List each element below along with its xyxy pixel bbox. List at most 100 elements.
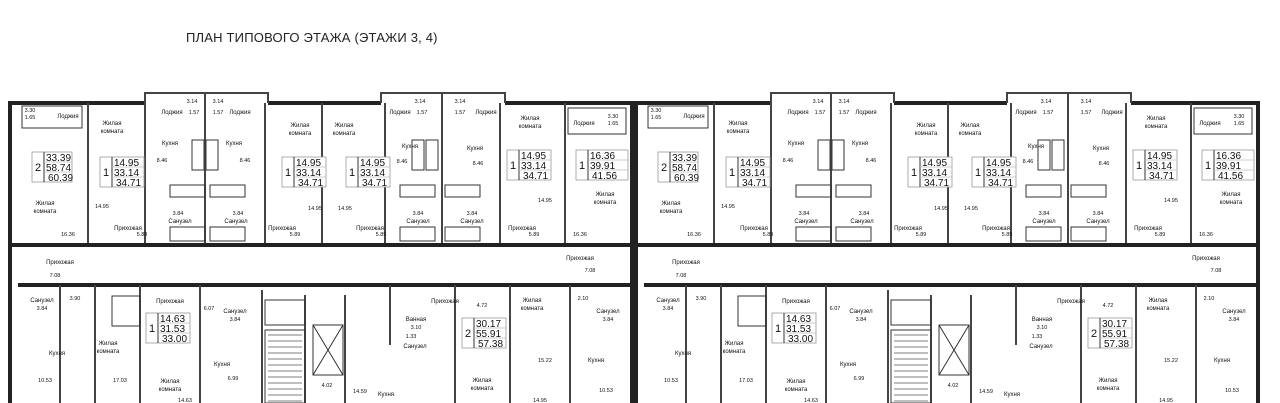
dim-label: 3.84 — [230, 317, 241, 323]
dim-label: 1.57 — [213, 110, 224, 116]
room-label-hall: Прихожая — [268, 226, 296, 232]
dim-label: 5.89 — [529, 232, 540, 238]
apartment-total-area: 33.14 — [114, 168, 139, 179]
room-label-wc: Санузел — [656, 298, 680, 304]
room-label-living: Жилая — [521, 116, 540, 122]
dim-label: 14.95 — [538, 198, 552, 204]
dim-label: 3.90 — [70, 296, 81, 302]
room-label-living: комната — [727, 129, 750, 135]
apartment-total-with-loggia: 41.56 — [1218, 171, 1243, 182]
dim-label: 3.14 — [187, 99, 198, 105]
apartment-room-count: 1 — [285, 167, 291, 179]
dim-label: 8.46 — [157, 158, 168, 164]
room-label-living: Жилая — [725, 341, 744, 347]
apartment-living-area: 16.36 — [590, 151, 615, 162]
apartment-living-area: 33.39 — [672, 153, 697, 164]
dim-label: 6.07 — [830, 306, 841, 312]
room-label-kitchen: Кухня — [1004, 392, 1020, 398]
dim-label: 3.14 — [813, 99, 824, 105]
room-label-living: комната — [915, 131, 938, 137]
apartment-total-area: 33.14 — [986, 168, 1011, 179]
apartment-room-count: 2 — [465, 328, 471, 340]
room-label-wc: Санузел — [223, 309, 247, 315]
dim-label: 1.57 — [455, 110, 466, 116]
apartment-room-count: 1 — [729, 167, 735, 179]
room-label-wc: Санузел — [403, 344, 427, 350]
dim-label: 3.14 — [213, 99, 224, 105]
room-label-living: комната — [521, 306, 544, 312]
apartment-total-with-loggia: 33.00 — [162, 334, 187, 345]
dim-label: 16.36 — [687, 232, 701, 238]
apartment-total-area: 33.14 — [922, 168, 947, 179]
room-label-living: Жилая — [1147, 116, 1166, 122]
apartment-total-with-loggia: 60.39 — [48, 173, 73, 184]
apartment-room-count: 1 — [103, 167, 109, 179]
room-label-living: Жилая — [161, 379, 180, 385]
apartment-living-area: 14.95 — [1147, 151, 1172, 162]
apartment-room-count: 1 — [1205, 160, 1211, 172]
dim-label: 5.89 — [763, 232, 774, 238]
dim-label: 8.46 — [1023, 159, 1034, 165]
apartment-total-with-loggia: 33.00 — [788, 334, 813, 345]
room-label-living: комната — [1147, 306, 1170, 312]
room-label-kitchen: Кухня — [852, 141, 868, 147]
apartment-total-with-loggia: 60.39 — [674, 173, 699, 184]
apartment-total-with-loggia: 34.71 — [523, 171, 548, 182]
dim-label: 1.65 — [608, 121, 619, 127]
apartment-living-area: 16.36 — [1216, 151, 1241, 162]
room-label-kitchen: Кухня — [162, 141, 178, 147]
room-label-kitchen: Кухня — [1214, 358, 1230, 364]
room-label-living: комната — [959, 131, 982, 137]
dim-label: 4.02 — [948, 383, 959, 389]
apartment-total-with-loggia: 57.38 — [478, 339, 503, 350]
room-label-hall: Прихожая — [982, 226, 1010, 232]
room-label-living: Жилая — [1222, 192, 1241, 198]
apartment-total-area: 31.53 — [160, 324, 185, 335]
room-label-loggia: Лоджия — [161, 110, 182, 116]
dim-label: 3.84 — [859, 211, 870, 217]
room-label-hall: Прихожая — [431, 299, 459, 305]
room-label-wc: Санузел — [406, 219, 430, 225]
apartment-total-with-loggia: 34.71 — [116, 178, 141, 189]
dim-label: 1.65 — [25, 115, 36, 121]
dim-label: 1.57 — [1081, 110, 1092, 116]
room-label-wc: Санузел — [1222, 309, 1246, 315]
room-label-living: комната — [594, 200, 617, 206]
room-label-kitchen: Кухня — [226, 141, 242, 147]
dim-label: 5.89 — [290, 232, 301, 238]
dim-label: 6.99 — [228, 376, 239, 382]
dim-label: 14.59 — [979, 389, 993, 395]
apartment-room-count: 1 — [911, 167, 917, 179]
room-label-kitchen: Кухня — [788, 141, 804, 147]
room-label-hall: Прихожая — [566, 256, 594, 262]
dim-label: 14.63 — [804, 398, 818, 403]
room-label-loggia: Лоджия — [389, 110, 410, 116]
dim-label: 3.84 — [1229, 317, 1240, 323]
dim-label: 1.33 — [1032, 334, 1043, 340]
dim-label: 14.95 — [338, 206, 352, 212]
room-label-living: комната — [519, 124, 542, 130]
room-label-living: Жилая — [99, 341, 118, 347]
dim-label: 2.10 — [1204, 296, 1215, 302]
room-label-loggia: Лоджия — [683, 114, 704, 120]
dim-label: 3.84 — [37, 306, 48, 312]
dim-label: 1.57 — [1043, 110, 1054, 116]
room-label-living: Жилая — [596, 192, 615, 198]
room-label-living: комната — [289, 131, 312, 137]
apartment-total-with-loggia: 41.56 — [592, 171, 617, 182]
dim-label: 7.08 — [50, 273, 61, 279]
dim-label: 7.08 — [585, 268, 596, 274]
dim-label: 3.84 — [799, 211, 810, 217]
apartment-total-with-loggia: 34.71 — [924, 178, 949, 189]
apartment-total-area: 33.14 — [521, 161, 546, 172]
apartment-room-count: 1 — [975, 167, 981, 179]
dim-label: 5.89 — [916, 232, 927, 238]
